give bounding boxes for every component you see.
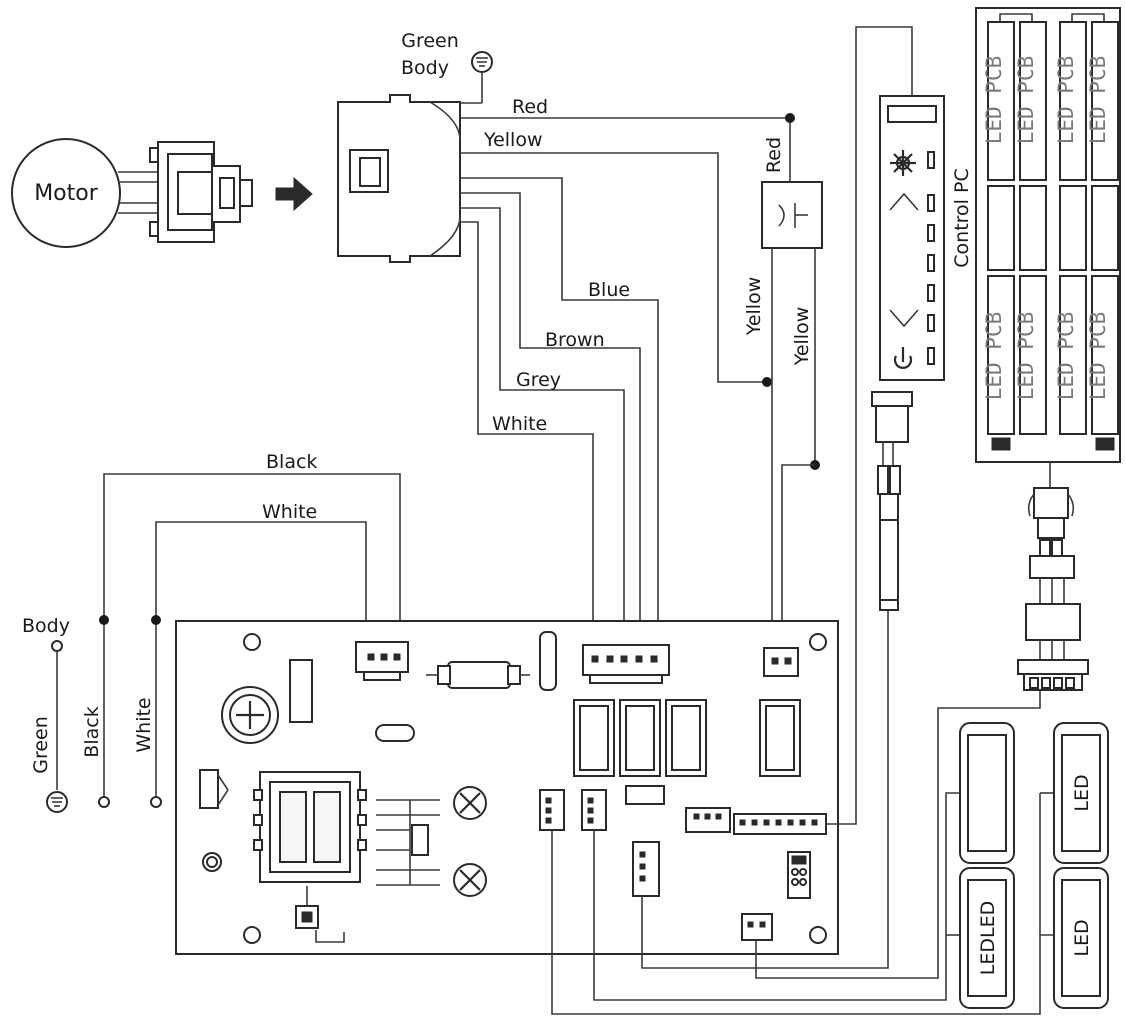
wire-blue (460, 177, 659, 645)
wire-black-mains-label: Black (266, 451, 317, 473)
led-lamp: LED (1053, 722, 1109, 864)
wire-blue-label: Blue (588, 279, 630, 301)
motor-socket-connector (337, 94, 461, 263)
led-lamp-label: LED (1071, 774, 1093, 811)
wire-red-vertical-label: Red (763, 137, 785, 173)
wire-yellow-left-label: Yellow (743, 277, 765, 337)
earth-white-label: White (133, 697, 155, 752)
led-lamp: LED (1053, 867, 1109, 1009)
gear-icon (890, 150, 916, 176)
capacitor (761, 181, 823, 640)
chevron-up-icon (889, 192, 919, 211)
led-pcb-label: LED PCB (1014, 56, 1038, 145)
led-pcb-label: LED PCB (1086, 312, 1110, 401)
led-strip-connector (1017, 487, 1089, 691)
earth-black-label: Black (81, 706, 103, 757)
wire-white-motor-label: White (492, 413, 547, 435)
led-pcb-strip: LED PCB LED PCB LED PCB LED PCB LED PCB … (975, 7, 1121, 488)
led-pcb-label: LED PCB (1014, 312, 1038, 401)
wire-grey-label: Grey (516, 369, 561, 391)
led-lamp-label: LED (1071, 919, 1093, 956)
led-lamp: LEDLED (959, 867, 1015, 1009)
wire-white-mains-label: White (262, 501, 317, 523)
wire-yellow (460, 152, 772, 387)
wire-grey (460, 207, 625, 645)
wire-brown-label: Brown (545, 329, 605, 351)
motor-plug-connector (149, 141, 253, 243)
wire-red (460, 113, 795, 182)
main-pcb (175, 620, 839, 955)
wire-white-motor (460, 221, 594, 645)
led-pcb-label: LED PCB (1054, 312, 1078, 401)
ground-top-body-label: Body (401, 57, 449, 79)
led-pcb-label: LED PCB (982, 312, 1006, 401)
wire-brown (460, 192, 641, 645)
control-panel (879, 95, 945, 381)
ground-top-green-label: Green (401, 30, 459, 52)
earth-terminal: Body (22, 615, 70, 813)
motor-leads (118, 171, 160, 214)
motor: Motor (11, 138, 121, 248)
led-pcb-label: LED PCB (1086, 56, 1110, 145)
wire-white-mains (150, 521, 367, 808)
led-lamp (959, 722, 1015, 864)
chevron-down-icon (889, 309, 919, 328)
capacitor-x-icon (453, 786, 487, 820)
wire-yellow-label: Yellow (483, 129, 543, 151)
control-panel-label: Control PC (951, 168, 973, 267)
capacitor-x-icon (453, 863, 487, 897)
earth-green-label: Green (30, 716, 52, 774)
wire-red-label: Red (512, 96, 548, 118)
arrow-icon (275, 176, 313, 212)
led-pcb-label: LED PCB (1054, 56, 1078, 145)
led-lamp-label: LEDLED (977, 901, 999, 975)
power-icon (893, 347, 913, 369)
wire-black-mains (98, 473, 401, 808)
wires-led (551, 26, 1056, 1015)
ground-top: Green Body (401, 30, 493, 104)
earth-body-label: Body (22, 615, 70, 637)
wire-yellow-right-label: Yellow (791, 307, 813, 367)
led-pcb-label: LED PCB (982, 56, 1006, 145)
motor-label: Motor (34, 181, 99, 206)
control-panel-connector (871, 391, 913, 611)
